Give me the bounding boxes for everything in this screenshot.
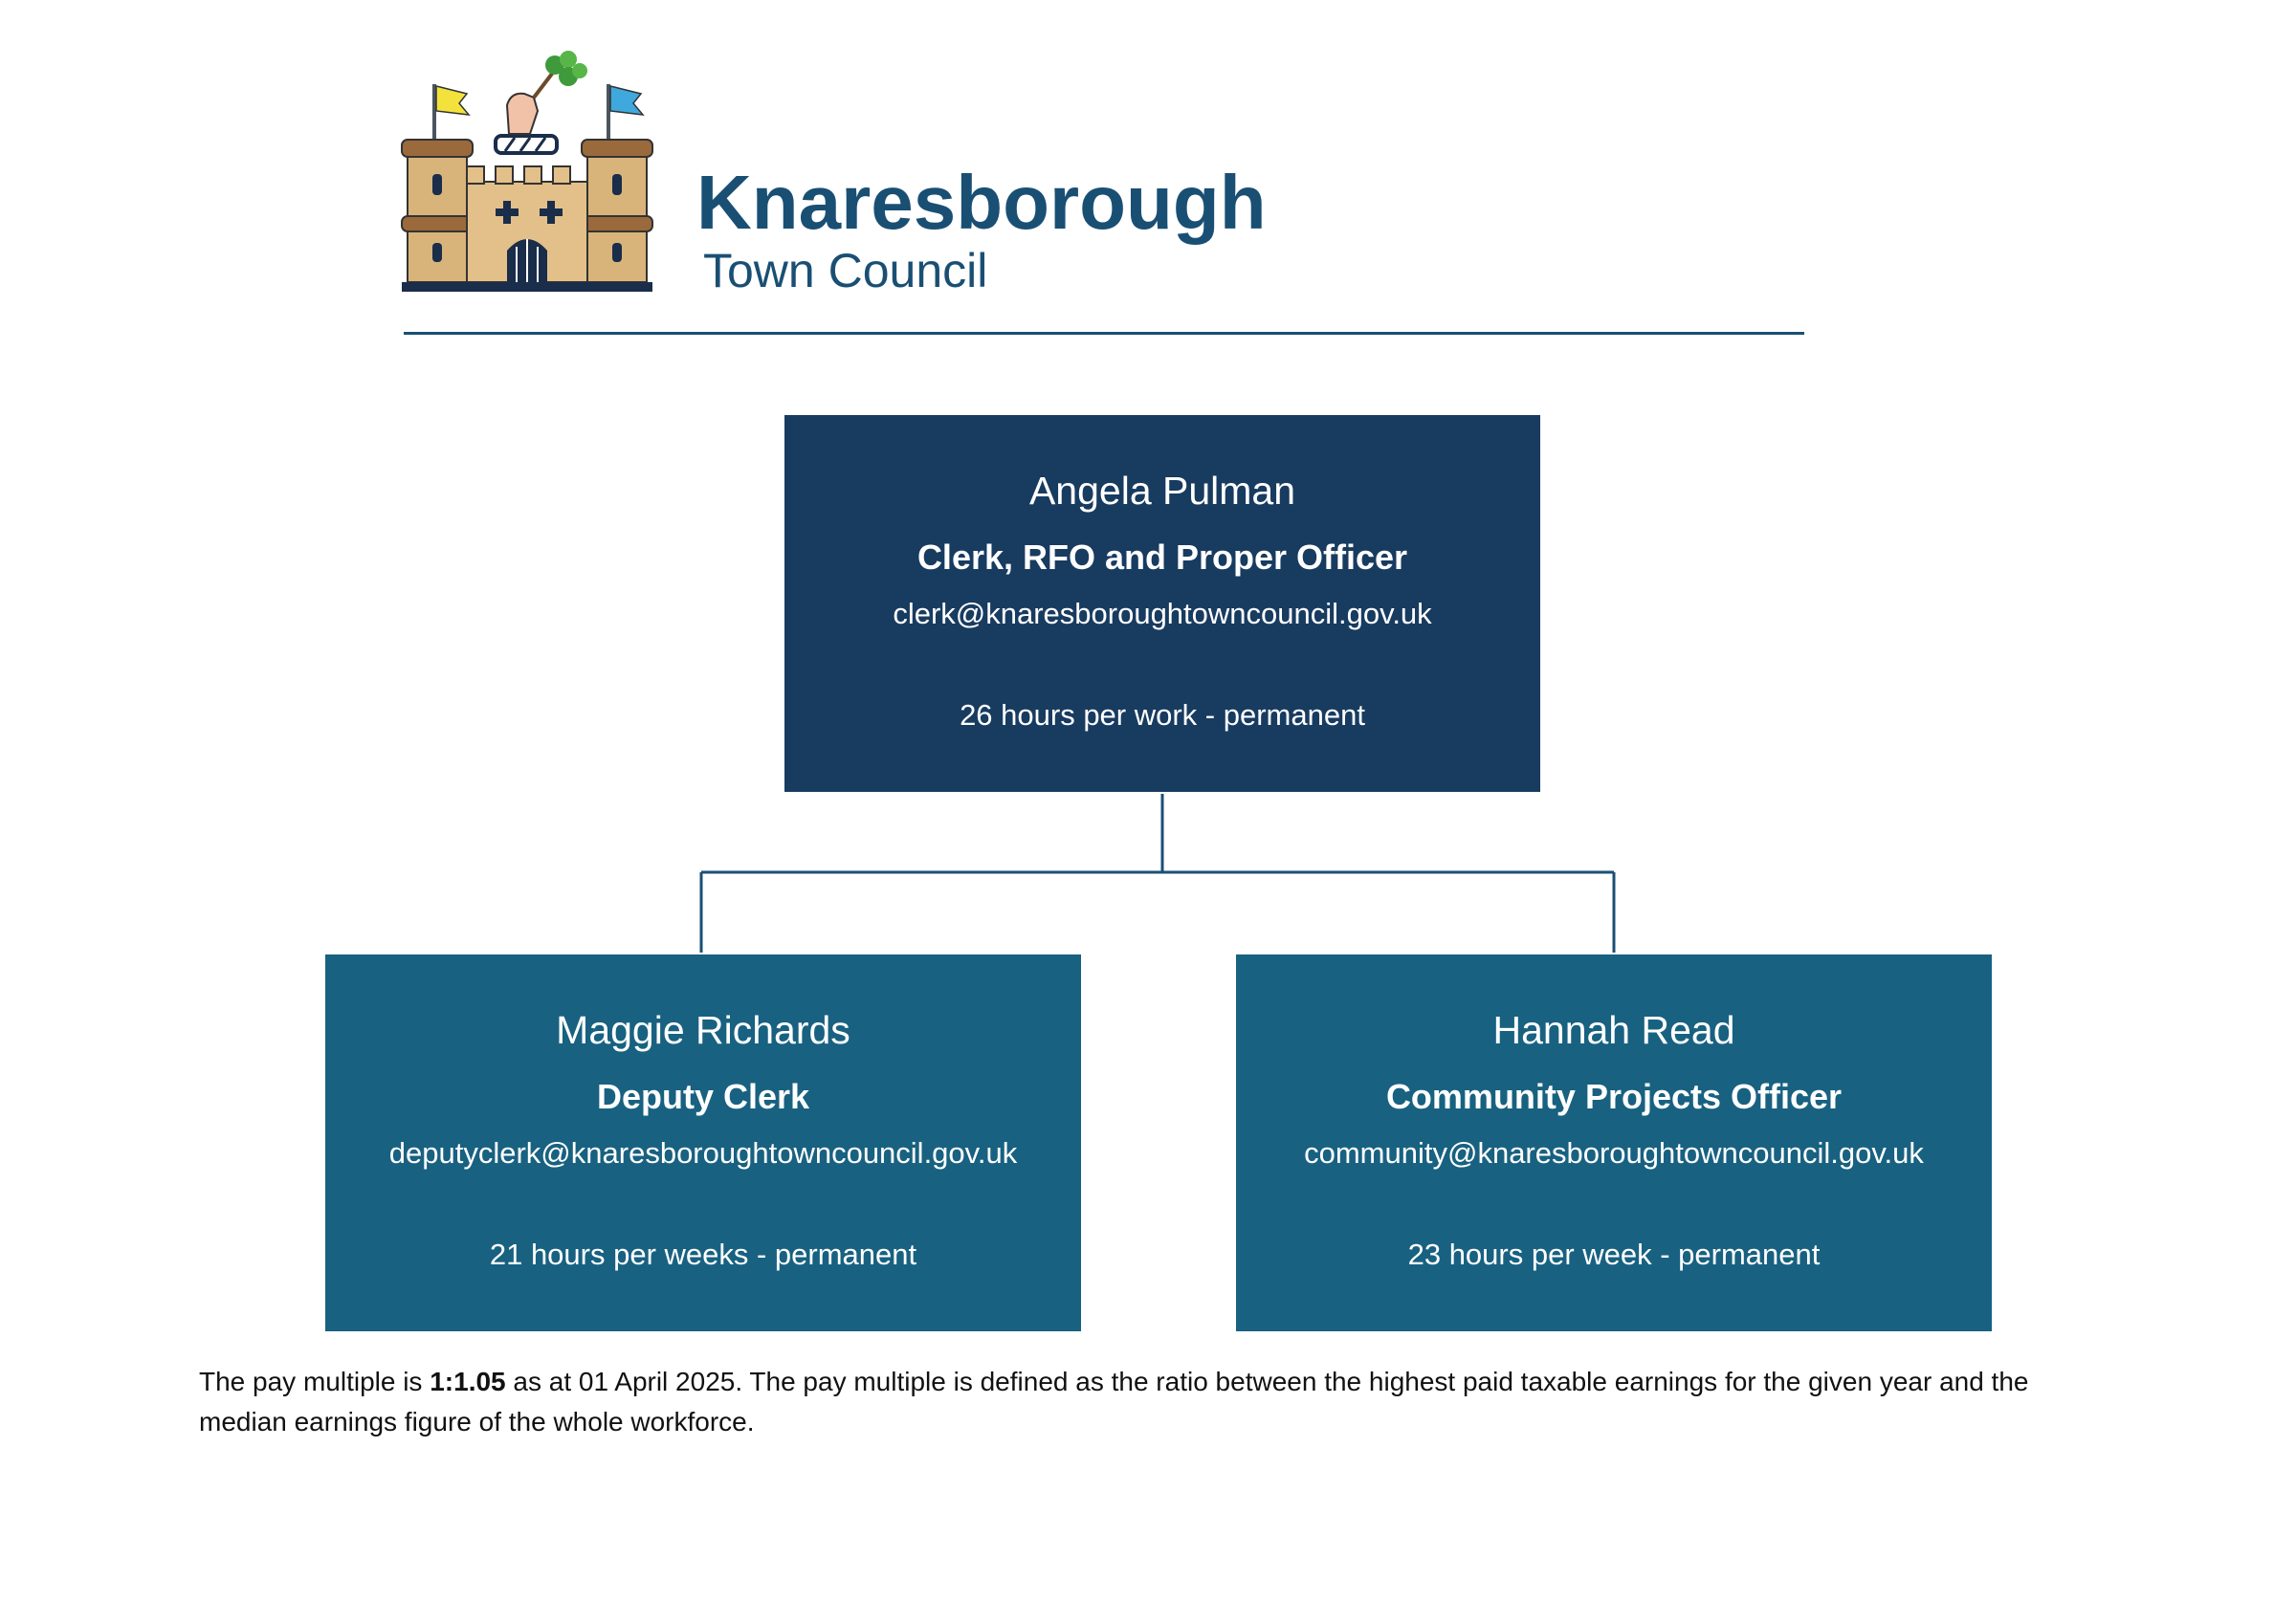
header-divider — [404, 332, 1804, 335]
person-name: Angela Pulman — [1028, 469, 1296, 513]
footnote-prefix: The pay multiple is — [199, 1367, 430, 1396]
person-role: Clerk, RFO and Proper Officer — [916, 537, 1408, 577]
person-hours: 21 hours per weeks - permanent — [489, 1238, 917, 1271]
person-role: Community Projects Officer — [1385, 1077, 1843, 1116]
pay-multiple-ratio: 1:1.05 — [430, 1367, 506, 1396]
person-role: Deputy Clerk — [596, 1077, 810, 1116]
org-node-community-projects-officer: Hannah Read Community Projects Officer c… — [1236, 954, 1992, 1331]
person-hours: 26 hours per work - permanent — [960, 698, 1365, 732]
org-node-deputy-clerk: Maggie Richards Deputy Clerk deputyclerk… — [325, 954, 1081, 1331]
organisation-subtitle: Town Council — [703, 244, 988, 297]
person-email: clerk@knaresboroughtowncouncil.gov.uk — [893, 597, 1432, 630]
footnote-suffix: as at 01 April 2025. The pay multiple is… — [199, 1367, 2029, 1437]
person-name: Hannah Read — [1492, 1008, 1735, 1052]
person-name: Maggie Richards — [556, 1008, 850, 1052]
pay-multiple-note: The pay multiple is 1:1.05 as at 01 Apri… — [199, 1362, 2112, 1442]
organisation-name: Knaresborough — [696, 160, 1267, 245]
person-email: deputyclerk@knaresboroughtowncouncil.gov… — [388, 1136, 1018, 1170]
council-crest-logo — [401, 51, 653, 292]
person-email: community@knaresboroughtowncouncil.gov.u… — [1304, 1136, 1924, 1170]
org-node-clerk: Angela Pulman Clerk, RFO and Proper Offi… — [784, 415, 1540, 792]
person-hours: 23 hours per week - permanent — [1407, 1238, 1821, 1271]
